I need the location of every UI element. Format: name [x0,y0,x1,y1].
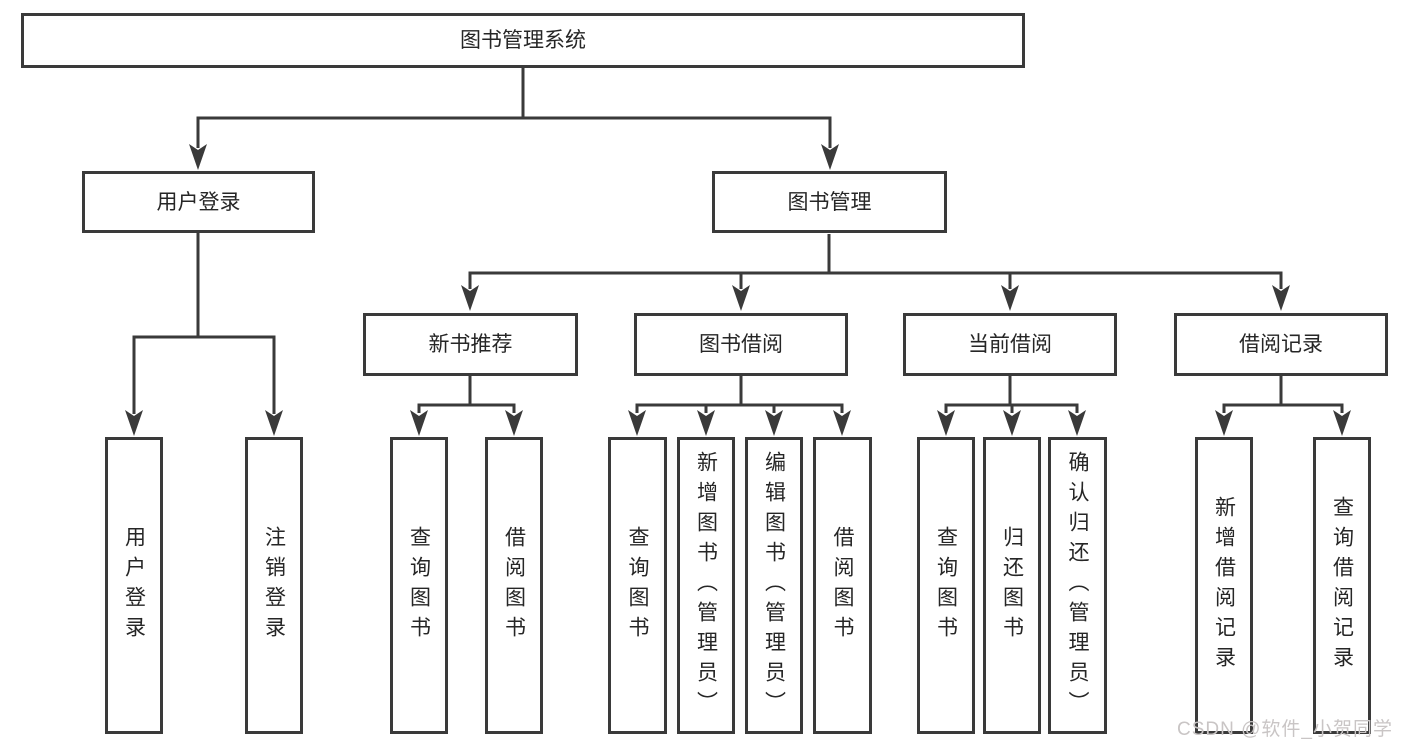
leaf-edit-books-admin: 编辑图书（管理员） [745,437,803,734]
leaf-logout-label: 注销登录 [262,525,286,646]
leaf-user-login: 用户登录 [105,437,163,734]
node-root-label: 图书管理系统 [460,29,586,52]
node-borrowing-records-label: 借阅记录 [1239,333,1323,356]
leaf-borrow-books-2: 借阅图书 [813,437,872,734]
connector-path-group [132,68,1344,414]
leaf-add-books-admin-label: 新增图书（管理员） [694,450,718,721]
node-borrowing-records: 借阅记录 [1174,313,1388,376]
node-book-management: 图书管理 [712,171,947,233]
leaf-query-borrow-record: 查询借阅记录 [1313,437,1371,734]
node-user-login-label: 用户登录 [156,190,241,214]
node-user-login: 用户登录 [82,171,315,233]
node-new-book-recommend: 新书推荐 [363,313,578,376]
leaf-query-books-3: 查询图书 [917,437,975,734]
node-current-borrowing-label: 当前借阅 [968,333,1052,356]
leaf-query-books-2: 查询图书 [608,437,667,734]
node-book-borrowing: 图书借阅 [634,313,848,376]
leaf-query-books-1: 查询图书 [390,437,448,734]
leaf-logout: 注销登录 [245,437,303,734]
leaf-add-books-admin: 新增图书（管理员） [677,437,735,734]
leaf-add-borrow-record-label: 新增借阅记录 [1212,495,1236,676]
leaf-borrow-books-1-label: 借阅图书 [502,525,526,646]
leaf-query-borrow-record-label: 查询借阅记录 [1330,495,1354,676]
leaf-add-borrow-record: 新增借阅记录 [1195,437,1253,734]
leaf-borrow-books-2-label: 借阅图书 [831,525,854,646]
node-root-system: 图书管理系统 [21,13,1025,68]
leaf-return-books-label: 归还图书 [1000,525,1024,646]
leaf-return-books: 归还图书 [983,437,1041,734]
node-new-book-recommend-label: 新书推荐 [428,333,513,356]
leaf-confirm-return-admin: 确认归还（管理员） [1048,437,1107,734]
arrowhead-group [125,144,1351,436]
leaf-query-books-3-label: 查询图书 [934,525,958,646]
node-book-management-label: 图书管理 [787,190,872,214]
node-book-borrowing-label: 图书借阅 [699,333,783,356]
node-current-borrowing: 当前借阅 [903,313,1117,376]
leaf-query-books-1-label: 查询图书 [407,525,431,646]
leaf-user-login-label: 用户登录 [122,525,146,646]
csdn-watermark: CSDN @软件_小贺同学 [1177,719,1393,740]
leaf-query-books-2-label: 查询图书 [626,525,649,646]
leaf-confirm-return-admin-label: 确认归还（管理员） [1066,450,1089,721]
leaf-edit-books-admin-label: 编辑图书（管理员） [762,450,786,721]
leaf-borrow-books-1: 借阅图书 [485,437,543,734]
